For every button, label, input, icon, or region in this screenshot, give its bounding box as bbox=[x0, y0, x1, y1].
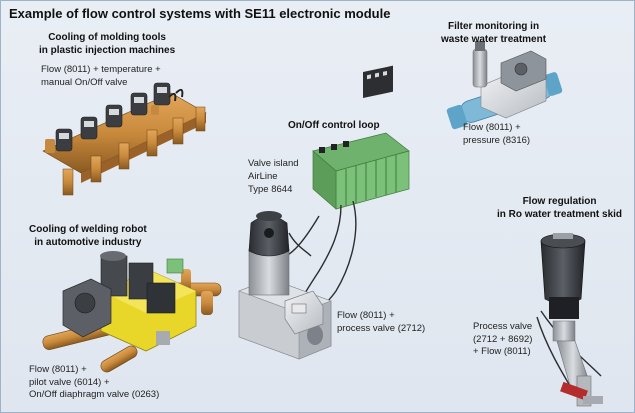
onoff-caption-line: process valve (2712) bbox=[337, 322, 426, 334]
molding-heading-line: in plastic injection machines bbox=[39, 45, 176, 56]
valve-island-line: AirLine bbox=[248, 171, 278, 182]
welding-caption-line: pilot valve (6014) + bbox=[29, 376, 110, 388]
welding-caption: Flow (8011) + pilot valve (6014) + On/Of… bbox=[29, 364, 159, 402]
welding-heading-line: in automotive industry bbox=[34, 237, 142, 248]
welding-heading: Cooling of welding robot in automotive i… bbox=[29, 223, 147, 249]
onoff-caption: Flow (8011) + process valve (2712) bbox=[337, 310, 425, 335]
filter-heading: Filter monitoring in waste water treatme… bbox=[441, 20, 546, 46]
valve-island-illustration bbox=[312, 65, 410, 210]
regulation-caption-line: + Flow (8011) bbox=[473, 346, 531, 357]
regulation-caption-line: Process valve bbox=[473, 321, 533, 332]
molding-caption-line: Flow (8011) + temperature + bbox=[41, 64, 161, 75]
welding-heading-line: Cooling of welding robot bbox=[29, 224, 147, 235]
process-valve-illustration bbox=[238, 211, 332, 360]
flow-regulation-illustration bbox=[540, 233, 603, 407]
valve-island-line: Valve island bbox=[248, 158, 299, 169]
valve-island-line: Type 8644 bbox=[248, 184, 293, 195]
onoff-caption-line: Flow (8011) + bbox=[337, 310, 395, 321]
molding-manifold-illustration bbox=[42, 82, 207, 196]
molding-caption-line: manual On/Off valve bbox=[41, 76, 128, 88]
regulation-heading-line: in Ro water treatment skid bbox=[497, 209, 623, 220]
page-title: Example of flow control systems with SE1… bbox=[9, 6, 391, 21]
filter-heading-line: waste water treatment bbox=[441, 34, 547, 45]
filter-monitoring-illustration bbox=[446, 41, 563, 130]
regulation-caption: Process valve (2712 + 8692) + Flow (8011… bbox=[473, 321, 532, 359]
regulation-heading: Flow regulation in Ro water treatment sk… bbox=[497, 195, 622, 221]
filter-caption: Flow (8011) + pressure (8316) bbox=[463, 122, 530, 147]
molding-heading-line: Cooling of molding tools bbox=[48, 32, 166, 43]
regulation-heading-line: Flow regulation bbox=[522, 196, 597, 207]
valve-island-label: Valve island AirLine Type 8644 bbox=[248, 157, 299, 196]
welding-caption-line: On/Off diaphragm valve (0263) bbox=[29, 389, 160, 400]
filter-caption-line: Flow (8011) + bbox=[463, 122, 521, 133]
molding-heading: Cooling of molding tools in plastic inje… bbox=[39, 31, 175, 57]
molding-caption: Flow (8011) + temperature + manual On/Of… bbox=[41, 64, 161, 89]
regulation-caption-line: (2712 + 8692) bbox=[473, 333, 533, 345]
onoff-heading-line: On/Off control loop bbox=[288, 120, 380, 131]
onoff-heading: On/Off control loop bbox=[288, 119, 380, 132]
filter-caption-line: pressure (8316) bbox=[463, 134, 531, 146]
filter-heading-line: Filter monitoring in bbox=[447, 21, 540, 32]
welding-robot-illustration bbox=[42, 251, 222, 373]
welding-caption-line: Flow (8011) + bbox=[29, 364, 87, 375]
